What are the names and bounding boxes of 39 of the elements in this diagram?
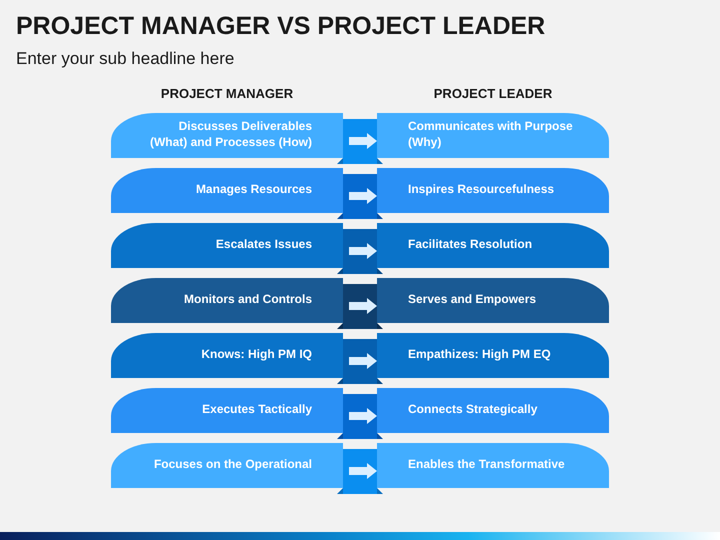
leader-trait-panel [377, 168, 609, 213]
title: PROJECT MANAGER VS PROJECT LEADER [16, 12, 546, 41]
manager-trait-panel [111, 168, 343, 213]
column-heading: PROJECT LEADER [432, 86, 554, 101]
arrow [349, 463, 377, 479]
trait-text: Executes Tactically [202, 400, 312, 416]
arrow [349, 353, 377, 369]
leader-trait-panel [377, 113, 609, 158]
trait-text: Connects Strategically [408, 400, 538, 416]
manager-trait-panel [111, 278, 343, 323]
arrow [349, 133, 377, 149]
arrow [349, 298, 377, 314]
trait-text: Enables the Transformative [408, 456, 565, 472]
arrow [349, 243, 377, 259]
manager-trait-panel [111, 388, 343, 433]
trait-text: Manages Resources [196, 180, 312, 196]
subtitle: Enter your sub headline here [16, 49, 234, 69]
leader-trait-panel [377, 223, 609, 268]
arrow [349, 188, 377, 204]
leader-trait-panel [377, 443, 609, 488]
leader-trait-panel [377, 278, 609, 323]
column-heading: PROJECT MANAGER [160, 86, 294, 101]
arrow [349, 408, 377, 424]
manager-trait-panel [111, 443, 343, 488]
trait-text: Communicates with Purpose (Why) [408, 118, 574, 150]
trait-text: Facilitates Resolution [408, 236, 532, 252]
trait-text: Empathizes: High PM EQ [408, 346, 551, 362]
trait-text: Focuses on the Operational [154, 456, 312, 472]
trait-text: Escalates Issues [216, 236, 312, 252]
leader-trait-panel [377, 333, 609, 378]
manager-trait-panel [111, 223, 343, 268]
trait-text: Inspires Resourcefulness [408, 180, 554, 196]
trait-text: Serves and Empowers [408, 290, 536, 306]
manager-trait-panel [111, 333, 343, 378]
leader-trait-panel [377, 388, 609, 433]
trait-text: Knows: High PM IQ [201, 346, 312, 362]
trait-text: Discusses Deliverables (What) and Processes (How) [148, 118, 312, 150]
trait-text: Monitors and Controls [184, 290, 312, 306]
manager-trait-panel [111, 113, 343, 158]
